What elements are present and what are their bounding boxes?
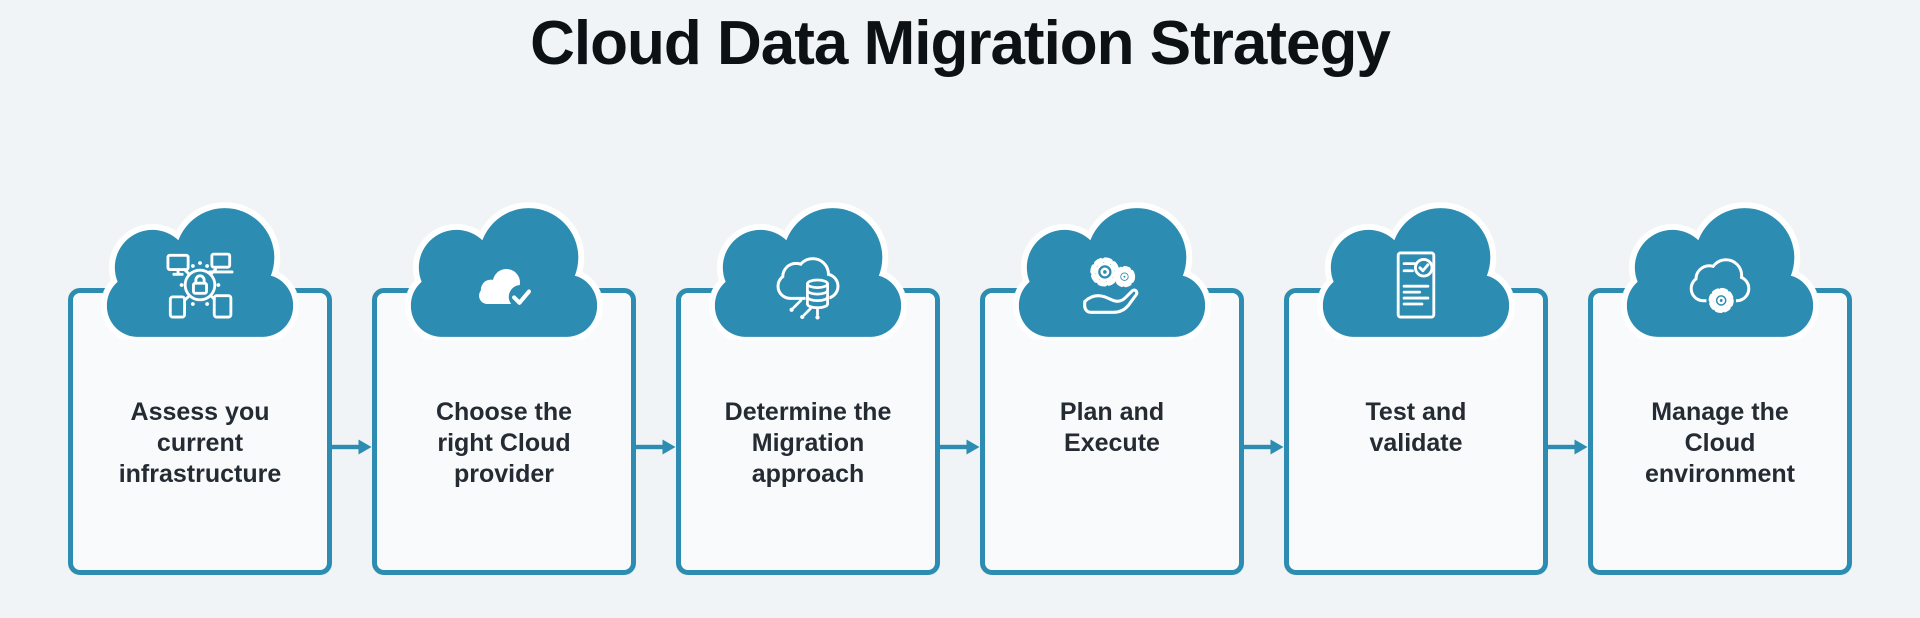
cloud-shape bbox=[1312, 201, 1520, 340]
cloud-shape bbox=[1616, 201, 1824, 340]
network-security-icon bbox=[162, 247, 238, 323]
arrow-right-icon bbox=[636, 438, 676, 456]
cloud-check-icon bbox=[466, 247, 542, 323]
cloud-database-icon bbox=[770, 247, 846, 323]
step-label: Manage the Cloud environment bbox=[1644, 398, 1796, 488]
arrow-right-icon bbox=[1548, 438, 1588, 456]
infographic-page: Cloud Data Migration Strategy Assess you… bbox=[0, 4, 1920, 575]
steps-row: Assess you current infrastructure Choose… bbox=[68, 201, 1852, 575]
cloud-shape bbox=[96, 201, 304, 340]
cloud-shape bbox=[400, 201, 608, 340]
arrow-right-icon bbox=[940, 438, 980, 456]
step-label: Choose the right Cloud provider bbox=[435, 398, 573, 488]
step: Choose the right Cloud provider bbox=[372, 201, 676, 575]
step: Test and validate bbox=[1284, 201, 1588, 575]
step-label: Assess you current infrastructure bbox=[118, 398, 282, 488]
arrow-right-icon bbox=[332, 438, 372, 456]
step-label: Determine the Migration approach bbox=[724, 398, 892, 488]
arrow-right-icon bbox=[1244, 438, 1284, 456]
step-box: Plan and Execute bbox=[980, 288, 1244, 575]
step: Assess you current infrastructure bbox=[68, 201, 372, 575]
step: Determine the Migration approach bbox=[676, 201, 980, 575]
step: Manage the Cloud environment bbox=[1588, 201, 1852, 575]
step-label: Test and validate bbox=[1365, 398, 1467, 457]
step: Plan and Execute bbox=[980, 201, 1284, 575]
cloud-shape bbox=[704, 201, 912, 340]
gears-hand-icon bbox=[1074, 247, 1150, 323]
step-label: Plan and Execute bbox=[1059, 398, 1165, 457]
cloud-shape bbox=[1008, 201, 1216, 340]
page-title: Cloud Data Migration Strategy bbox=[530, 9, 1391, 78]
cloud-gear-icon bbox=[1682, 247, 1758, 323]
checklist-check-icon bbox=[1378, 247, 1454, 323]
